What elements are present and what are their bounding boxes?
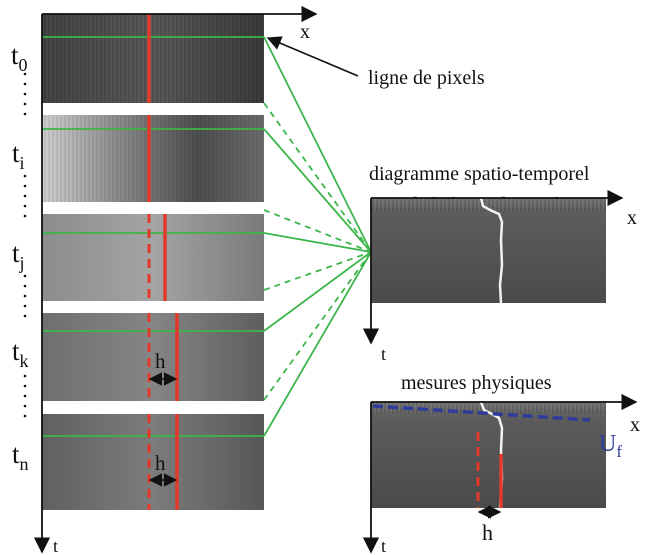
uf-dashed-line (372, 404, 591, 422)
diagram-front-trace (479, 197, 504, 304)
diagram-x-label: x (627, 207, 637, 229)
pixel-line-callout-arrow (266, 36, 359, 77)
frame-tj (42, 214, 264, 301)
measures-title: mesures physiques (401, 372, 552, 394)
diagram-title-line1: diagramme spatio-temporel (369, 163, 590, 185)
time-label-ti: ti (12, 138, 25, 173)
diagram-t-label: t (381, 344, 386, 364)
spatio-temporal-diagram (371, 197, 606, 304)
x-axis-top-label: x (300, 21, 310, 43)
measures-t-label: t (381, 536, 386, 555)
measures-diagram (371, 401, 606, 509)
time-dots (23, 72, 27, 418)
h-label-measures: h (482, 520, 493, 545)
h-label-n: h (155, 451, 166, 475)
pixel-line-callout-label: ligne de pixels (368, 67, 485, 89)
frame-tk (42, 313, 264, 401)
time-labels: t0 ti tj tk tn (11, 40, 29, 474)
measures-x-label: x (630, 414, 640, 436)
t-axis-left-label: t (53, 536, 58, 555)
convergence-lines (263, 36, 372, 437)
time-label-tj: tj (12, 238, 25, 273)
time-label-tn: tn (12, 439, 29, 474)
h-label-k: h (155, 349, 166, 373)
time-label-tk: tk (12, 336, 29, 371)
time-label-t0: t0 (11, 40, 28, 75)
pixel-lines (42, 36, 264, 437)
h-arrows-frames (148, 372, 178, 487)
frame-tn (42, 414, 264, 510)
front-lines (147, 14, 179, 510)
uf-label: Uf (599, 431, 622, 461)
